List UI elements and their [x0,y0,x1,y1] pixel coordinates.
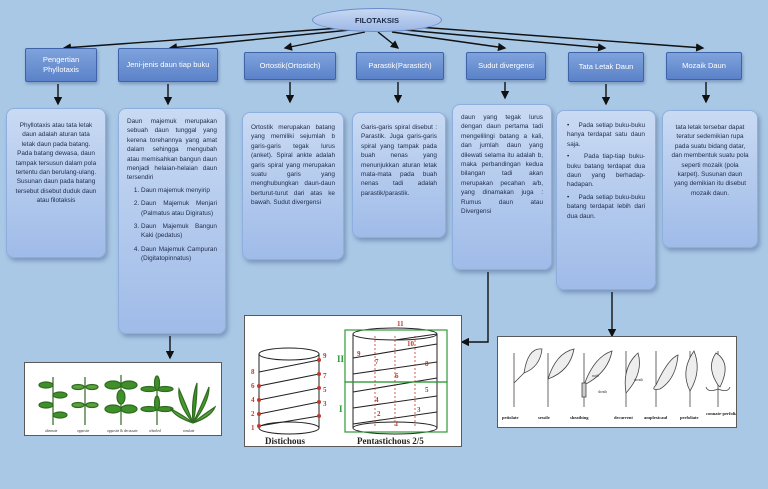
spiral-number: 6 [251,382,255,390]
sudut-text: daun yang tegak lurus dengan daun pertam… [461,114,543,216]
spiral-cycle-label: II [337,354,345,364]
spiral-caption-right: Pentastichous 2/5 [357,436,424,446]
tata-item: • Pada tiap-tiap buku-buku batang terdap… [567,153,645,189]
leaf-caption: sessile [538,415,550,420]
jenis-item: Daun Majemuk Bangun Kaki (pedatus) [141,222,217,241]
mozaik-text: tata letak tersebar dapat teratur sedemi… [671,124,749,197]
spiral-number: 3 [323,400,327,408]
plant-caption: opposite & decussate [107,429,138,433]
topic-pengertian: Pengertian Phyllotaxis [25,48,97,82]
leaf-label-sheath: sheath [598,390,607,394]
leaf-caption: connate-perfoliate [706,411,736,416]
leaf-label-sheath-alt: sheath [634,378,643,382]
plant-caption: rosulate [183,429,195,433]
spiral-number: 1 [395,420,399,428]
spiral-number: 9 [357,350,361,358]
leaf-caption: petiolate [502,415,519,420]
spiral-number: 11 [397,320,404,328]
panel-jenis-daun: Daun majemuk merupakan sebuah daun tungg… [118,108,226,334]
topic-parastik: Parastik(Parastich) [356,52,444,80]
spiral-number: 3 [417,406,421,414]
panel-tata-letak: • Pada setiap buku-buku hanya terdapat s… [556,110,656,290]
spiral-number: 10 [407,340,415,348]
topic-ortostik: Ortostik(Ortostich) [244,52,336,80]
parastik-text: Garis-garis spiral disebut : Parastik. J… [361,124,437,197]
spiral-number: 1 [251,424,255,432]
spiral-number: 8 [251,368,255,376]
jenis-item: Daun Majemuk Menjari (Palmatus atau Digi… [141,199,217,218]
topic-sudut-divergensi: Sudut divergensi [466,52,546,80]
spiral-number: 7 [323,372,327,380]
spiral-number: 9 [323,352,327,360]
image-spiral-phyllotaxy: 9 8 7 6 5 4 3 2 1 II I 11 10 9 8 7 [244,315,462,447]
leaf-caption: perfoliate [680,415,699,420]
jenis-intro: Daun majemuk merupakan sebuah daun tungg… [127,118,217,182]
leaf-caption: decurrent [614,415,633,420]
spiral-number: 2 [251,410,255,418]
spiral-number: 4 [375,396,379,404]
spiral-number: 2 [377,410,381,418]
image-leaf-attachments: node sheath sheath petiolate sessile she… [497,336,741,428]
spiral-caption-left: Distichous [265,436,306,446]
jenis-item: Daun Majemuk Campuran (Digitatopinnatus) [141,245,217,264]
panel-mozaik: tata letak tersebar dapat teratur sedemi… [662,110,758,248]
panel-parastik: Garis-garis spiral disebut : Parastik. J… [352,112,446,238]
plant-illustration: alternate opposite opposite & decussate … [38,375,217,433]
jenis-list: Daun majemuk menyirip Daun Majemuk Menja… [127,186,217,264]
spiral-illustration: 9 8 7 6 5 4 3 2 1 II I 11 10 9 8 7 [251,320,448,446]
leaf-label-node: node [592,374,599,378]
leaf-caption: sheathing [570,415,589,420]
plant-caption: opposite [77,429,90,433]
panel-ortostik: Ortostik merupakan batang yang memiliki … [242,112,344,260]
leaf-illustration: node sheath sheath petiolate sessile she… [502,348,741,420]
leaf-caption: amplexicaul [644,415,668,420]
spiral-number: 6 [395,372,399,380]
spiral-number: 8 [425,360,429,368]
tata-item: • Pada setiap buku-buku batang terdapat … [567,193,645,220]
spiral-number: 5 [323,386,327,394]
image-leaf-arrangements: alternate opposite opposite & decussate … [24,362,222,436]
spiral-cycle-label: I [339,404,343,414]
spiral-number: 5 [425,386,429,394]
spiral-number: 4 [251,396,255,404]
root-node-filotaksis: FILOTAKSIS [312,8,442,32]
plant-caption: whorled [149,429,161,433]
topic-mozaik: Mozaik Daun [666,52,742,80]
pengertian-text: Phyllotaxis atau tata letak daun adalah … [15,122,97,205]
panel-sudut-divergensi: daun yang tegak lurus dengan daun pertam… [452,104,552,270]
plant-caption: alternate [45,429,58,433]
jenis-item: Daun majemuk menyirip [141,186,217,195]
spiral-number: 7 [375,358,379,366]
topic-jenis-daun: Jeni-jenis daun tiap buku [118,48,218,82]
ortostik-text: Ortostik merupakan batang yang memiliki … [251,124,335,207]
tata-item: • Pada setiap buku-buku hanya terdapat s… [567,122,645,148]
panel-pengertian: Phyllotaxis atau tata letak daun adalah … [6,108,106,258]
topic-tata-letak: Tata Letak Daun [568,52,644,82]
